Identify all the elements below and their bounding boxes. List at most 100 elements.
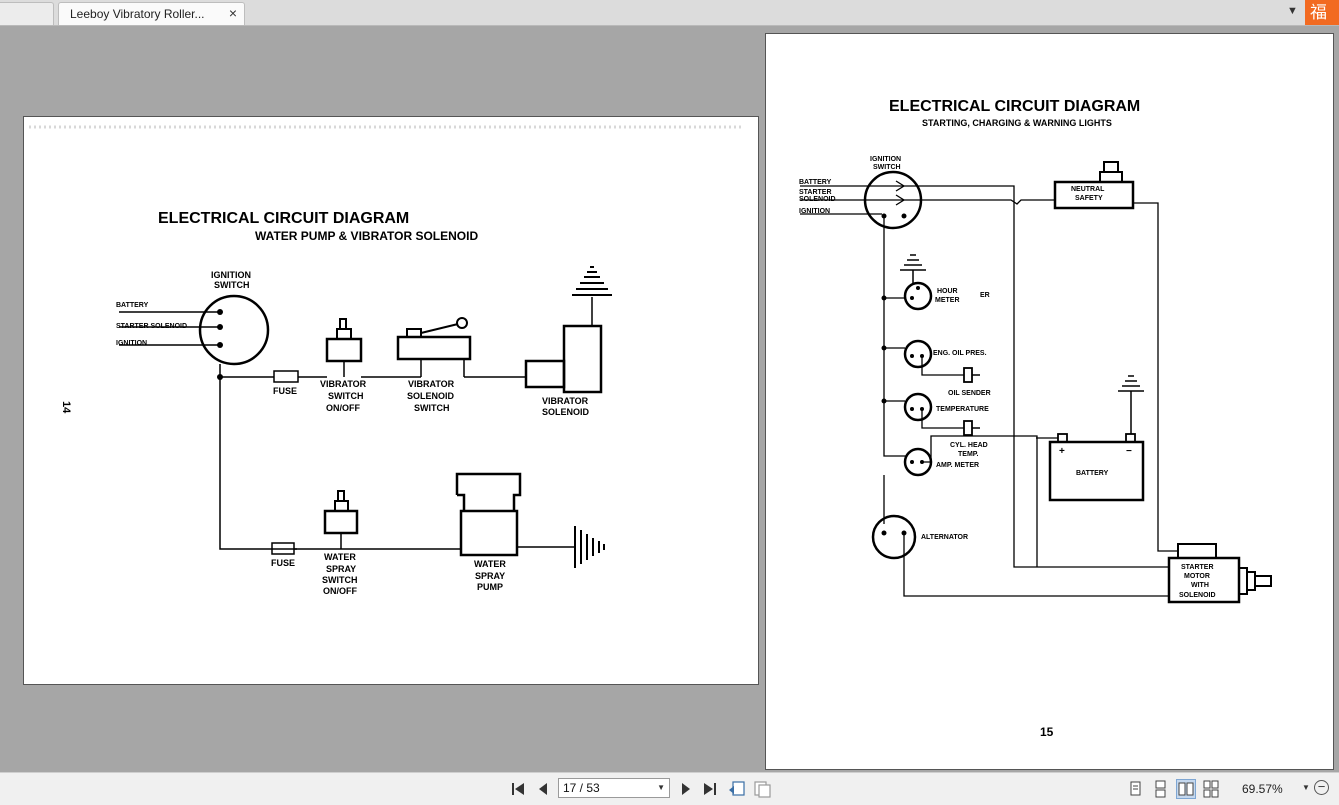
label-water-spray-switch-3: SWITCH [322,575,358,585]
water-spray-pump-symbol [455,472,522,557]
ground-top-icon [572,266,612,296]
diagram-starting-charging: ELECTRICAL CIRCUIT DIAGRAM STARTING, CHA… [799,98,1272,739]
zoom-dropdown-icon[interactable]: ▼ [1302,783,1310,792]
tab-close-icon[interactable]: × [228,5,237,21]
tab-title: Leeboy Vibratory Roller... [70,7,205,21]
label-temperature: TEMPERATURE [936,406,989,413]
oil-sender-symbol [963,367,973,383]
vibrator-solenoid-symbol [562,324,603,394]
ground-right-icon [574,526,605,568]
label-starter-motor-1: STARTER [1181,564,1214,571]
single-page-icon[interactable] [1125,779,1145,799]
zoom-out-icon[interactable]: − [1314,780,1329,795]
label-oil-sender: OIL SENDER [948,390,991,397]
label-hour-meter-fragment: ER [980,292,990,299]
vibrator-solenoid-switch-symbol [396,335,472,361]
tab-blank[interactable] [0,2,54,25]
water-spray-switch-symbol [323,509,359,535]
label-cyl-head-temp-2: TEMP. [958,451,979,458]
battery-minus-sign: − [1126,446,1132,457]
page-number: 15 [1040,725,1054,739]
label-eng-oil-pres: ENG. OIL PRES. [933,350,987,357]
label-ignition: IGNITION [116,340,147,347]
label-ignition-switch-2: SWITCH [873,164,901,171]
continuous-facing-icon[interactable] [1201,779,1221,799]
label-battery-in: BATTERY [799,179,832,186]
label-starter-in-1: STARTER [799,189,832,196]
label-hour-meter-1: HOUR [937,288,958,295]
page-15: ELECTRICAL CIRCUIT DIAGRAM STARTING, CHA… [765,33,1334,770]
label-starter-in-2: SOLENOID [799,196,836,203]
ground-hour-meter-icon [900,254,926,284]
label-vibrator-solenoid-switch-3: SWITCH [414,403,450,413]
label-water-spray-switch-1: WATER [324,552,356,562]
label-starter-motor-3: WITH [1191,582,1209,589]
page-indicator: 17 / 53 [563,781,600,795]
label-water-spray-switch-4: ON/OFF [323,586,357,596]
label-ignition-switch-1: IGNITION [870,156,901,163]
label-fuse-bottom: FUSE [271,558,295,568]
temperature-light-symbol [903,392,933,422]
label-vibrator-solenoid-1: VIBRATOR [542,396,589,406]
label-hour-meter-2: METER [935,297,960,304]
label-water-spray-pump-2: SPRAY [475,571,505,581]
label-water-spray-switch-2: SPRAY [326,564,356,574]
prev-page-icon[interactable] [536,780,550,798]
cyl-head-temp-sender-symbol [963,420,973,436]
fuse-top-symbol [273,370,299,383]
label-ignition-in: IGNITION [799,208,830,215]
ground-battery-icon [1118,375,1144,434]
page-subtitle: STARTING, CHARGING & WARNING LIGHTS [922,118,1112,128]
label-starter-motor-4: SOLENOID [1179,592,1216,599]
go-back-icon[interactable] [728,780,746,798]
label-neutral-safety-2: SAFETY [1075,195,1103,202]
label-vibrator-solenoid-2: SOLENOID [542,407,590,417]
battery-symbol [1048,440,1145,502]
label-alternator: ALTERNATOR [921,534,968,541]
label-vibrator-switch-1: VIBRATOR [320,379,367,389]
tab-bar: Leeboy Vibratory Roller... × ▼ 福昕 [0,0,1339,26]
go-forward-icon[interactable] [753,780,771,798]
label-water-spray-pump-3: PUMP [477,582,503,592]
zoom-level[interactable]: 69.57% [1242,782,1283,796]
page-subtitle: WATER PUMP & VIBRATOR SOLENOID [255,229,478,243]
label-vibrator-switch-2: SWITCH [328,391,364,401]
battery-plus-sign: + [1059,446,1065,457]
app-badge: 福昕 [1305,0,1339,25]
label-starter-motor-2: MOTOR [1184,573,1210,580]
label-neutral-safety-1: NEUTRAL [1071,186,1105,193]
page-number: 14 [60,401,72,414]
label-ignition-switch-1: IGNITION [211,270,251,280]
page-title: ELECTRICAL CIRCUIT DIAGRAM [889,98,1140,115]
page-dropdown-icon[interactable]: ▼ [657,783,665,792]
vibrator-switch-symbol [325,337,363,363]
tab-list-dropdown-icon[interactable]: ▼ [1287,5,1298,17]
label-battery: BATTERY [1076,470,1109,477]
oil-pressure-light-symbol [903,339,933,369]
page-title: ELECTRICAL CIRCUIT DIAGRAM [158,210,409,227]
tab-document[interactable]: Leeboy Vibratory Roller... × [58,2,245,25]
label-vibrator-switch-3: ON/OFF [326,403,360,413]
label-battery: BATTERY [116,302,149,309]
alternator-symbol [871,514,917,560]
label-amp-meter: AMP. METER [936,462,979,469]
last-page-icon[interactable] [702,780,718,798]
label-ignition-switch-2: SWITCH [214,280,250,290]
neutral-safety-symbol [1053,180,1135,210]
page-14: ELECTRICAL CIRCUIT DIAGRAM WATER PUMP & … [23,116,759,685]
document-viewer: ELECTRICAL CIRCUIT DIAGRAM WATER PUMP & … [0,26,1339,772]
label-fuse-top: FUSE [273,386,297,396]
bottom-toolbar: 17 / 53 ▼ 69.57% ▼ − [0,772,1339,805]
diagram-water-pump: ELECTRICAL CIRCUIT DIAGRAM WATER PUMP & … [29,125,744,596]
label-vibrator-solenoid-switch-2: SOLENOID [407,391,455,401]
label-cyl-head-temp-1: CYL. HEAD [950,442,988,449]
ignition-switch-symbol [198,294,270,366]
label-water-spray-pump-1: WATER [474,559,506,569]
facing-icon[interactable] [1176,779,1196,799]
label-starter-solenoid: STARTER SOLENOID [116,323,187,330]
continuous-icon[interactable] [1150,779,1170,799]
next-page-icon[interactable] [679,780,693,798]
hour-meter-symbol [903,281,933,311]
page-number-input[interactable]: 17 / 53 ▼ [558,778,670,798]
first-page-icon[interactable] [510,780,526,798]
